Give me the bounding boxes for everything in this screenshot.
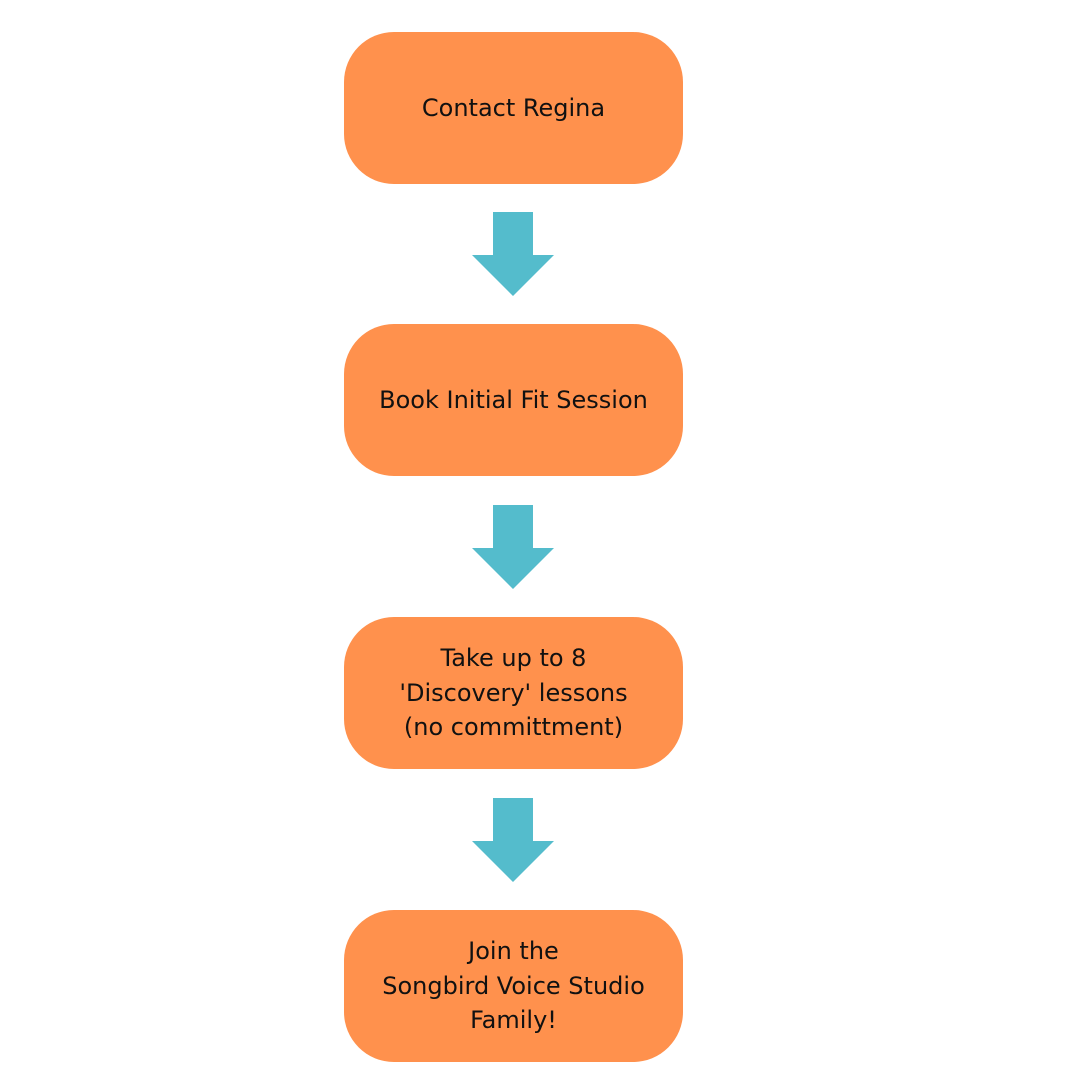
step-label: Contact Regina: [421, 93, 606, 122]
step-discovery-lessons: Take up to 8 'Discovery' lessons (no com…: [344, 617, 683, 769]
step-book-initial-fit-session: Book Initial Fit Session: [344, 324, 683, 476]
step-label: Join the Songbird Voice Studio Family!: [382, 937, 645, 1035]
arrow-down-icon: [472, 798, 554, 882]
step-label: Take up to 8 'Discovery' lessons (no com…: [399, 644, 628, 742]
step-contact-regina: Contact Regina: [344, 32, 683, 184]
step-label: Book Initial Fit Session: [379, 385, 648, 414]
arrow-down-icon: [472, 212, 554, 296]
arrow-down-icon: [472, 505, 554, 589]
step-join-studio-family: Join the Songbird Voice Studio Family!: [344, 910, 683, 1062]
